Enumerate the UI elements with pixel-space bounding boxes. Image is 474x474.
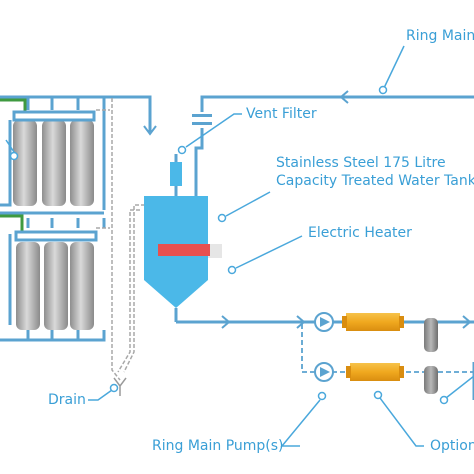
leader-lines (5, 45, 474, 447)
pump-icon (314, 312, 334, 332)
vent-filter (170, 154, 182, 196)
treated-water-tank (144, 196, 208, 322)
flow-arrow-icon (221, 315, 472, 329)
tank-label-line1: Stainless Steel 175 Litre (276, 155, 446, 171)
inline-filter (346, 363, 404, 381)
cartridge (70, 242, 94, 330)
cartridge (70, 120, 94, 206)
cartridge-bank-bottom (14, 230, 98, 330)
cartridge (13, 120, 37, 206)
electric-heater-label: Electric Heater (308, 225, 412, 241)
drain-y-icon (113, 377, 127, 396)
electric-heater (158, 244, 222, 258)
flow-arrow-icon (143, 125, 157, 136)
cartridge (44, 242, 68, 330)
vent-filter-label: Vent Filter (246, 106, 317, 122)
ring-main-return-pipe (194, 95, 474, 196)
cartridge (16, 242, 40, 330)
inline-filter (342, 313, 404, 331)
pump-icon (314, 362, 334, 382)
cartridge (42, 120, 66, 206)
ring-main-label: Ring Main (406, 28, 474, 44)
green-inlet-pipes (0, 98, 27, 234)
feed-pipe-network (0, 95, 152, 342)
uv-unit (424, 318, 438, 394)
drain-label: Drain (48, 392, 86, 408)
flow-arrow-icon (339, 90, 349, 104)
vent-filter-coupling (192, 114, 212, 125)
cartridge-bank-top (12, 110, 96, 206)
tank-label-line2: Capacity Treated Water Tank (276, 173, 474, 189)
drain-lines (96, 98, 145, 381)
option-label: Option (430, 438, 474, 454)
ring-main-pumps-label: Ring Main Pump(s) (152, 438, 284, 454)
manifold-bars (0, 120, 104, 325)
